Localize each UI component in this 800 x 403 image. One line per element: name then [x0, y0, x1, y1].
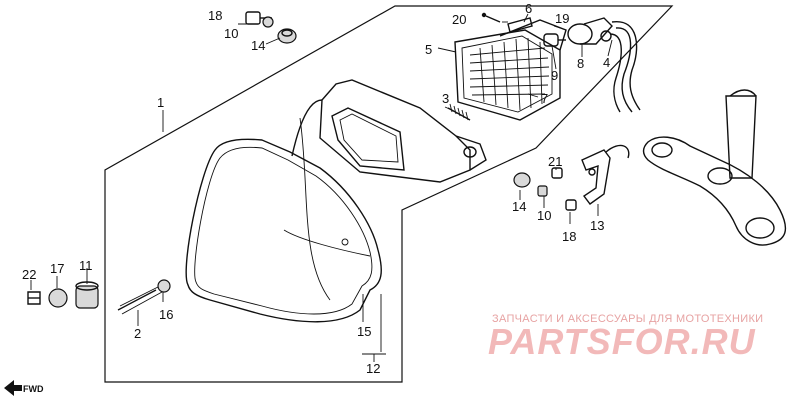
- label-part-10-right: 10: [537, 208, 551, 223]
- label-part-14-right: 14: [512, 199, 526, 214]
- grommet-14-top: [277, 28, 297, 44]
- label-part-21: 21: [548, 154, 562, 169]
- headlight-case: [319, 79, 487, 183]
- socket-8: [567, 17, 613, 45]
- label-part-18-top: 18: [208, 8, 222, 23]
- label-part-19: 19: [555, 11, 569, 26]
- label-part-3: 3: [442, 91, 449, 106]
- label-part-13: 13: [590, 218, 604, 233]
- nut-16: [157, 279, 171, 293]
- grommet-11: [75, 281, 99, 309]
- bracket-6: [507, 17, 533, 33]
- leader-lines: [30, 13, 613, 362]
- washer-17: [48, 288, 68, 308]
- fork-top-bridge: [642, 89, 787, 246]
- label-part-7: 7: [541, 91, 548, 106]
- forward-label: FWD: [23, 384, 44, 394]
- label-part-17: 17: [50, 261, 64, 276]
- label-part-8: 8: [577, 56, 584, 71]
- screw-20: [485, 15, 501, 23]
- label-part-9: 9: [551, 68, 558, 83]
- bulb-9: [543, 33, 566, 47]
- assembly-outline: [104, 5, 674, 383]
- bolt-18-right: [565, 199, 577, 211]
- bolt-2: [117, 285, 163, 315]
- collar-10-top: [262, 16, 274, 28]
- windscreen-15: [185, 99, 382, 323]
- forward-direction-indicator: FWD: [4, 380, 44, 396]
- label-part-20: 20: [452, 12, 466, 27]
- label-part-11: 11: [79, 258, 93, 273]
- wiring-harness-4: [609, 21, 641, 113]
- watermark-brand: PARTSFOR.RU: [488, 321, 756, 362]
- watermark: ЗАПЧАСТИ И АКСЕССУАРЫ ДЛЯ МОТОТЕХНИКИ PA…: [488, 313, 763, 362]
- forward-arrow-icon: [4, 380, 22, 396]
- label-part-4: 4: [603, 55, 610, 70]
- mounting-bolt-3: [447, 103, 471, 121]
- label-part-5: 5: [425, 42, 432, 57]
- collar-10-right: [537, 185, 548, 197]
- label-part-10-top: 10: [224, 26, 238, 41]
- label-part-1: 1: [157, 95, 164, 110]
- label-part-16: 16: [159, 307, 173, 322]
- label-part-6: 6: [525, 1, 532, 16]
- stay-bracket-13: [581, 144, 630, 205]
- label-part-18-right: 18: [562, 229, 576, 244]
- watermark-tagline: ЗАПЧАСТИ И АКСЕССУАРЫ ДЛЯ МОТОТЕХНИКИ: [492, 313, 763, 325]
- label-part-15: 15: [357, 324, 371, 339]
- bolt-21: [551, 167, 563, 179]
- label-part-2: 2: [134, 326, 141, 341]
- screw-22: [27, 291, 41, 305]
- label-part-22: 22: [22, 267, 36, 282]
- headlight-unit: [454, 19, 567, 121]
- label-part-14-top: 14: [251, 38, 265, 53]
- grommet-14-right: [513, 172, 531, 188]
- label-part-12: 12: [366, 361, 380, 376]
